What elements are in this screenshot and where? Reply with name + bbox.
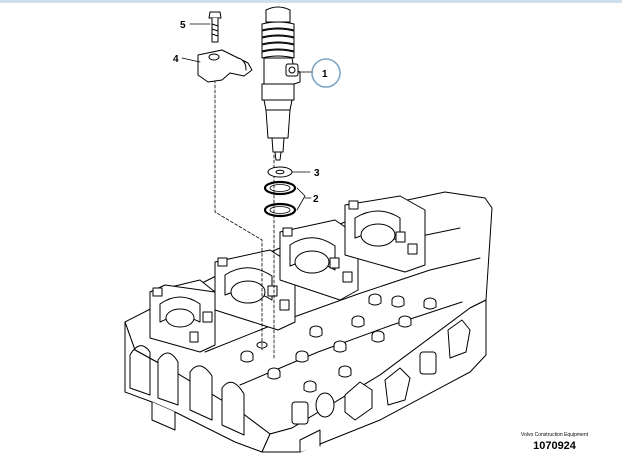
bearing-cap — [279, 219, 359, 301]
hex-nut — [309, 325, 323, 338]
camshaft-bearing-caps — [149, 195, 426, 353]
hex-nut — [333, 340, 347, 353]
clamp-part-4 — [197, 49, 253, 83]
hex-nut — [371, 330, 385, 343]
drawing-number: 1070924 — [533, 440, 576, 452]
bearing-cap — [214, 249, 296, 331]
hex-nut — [368, 293, 382, 306]
o-rings-part-2 — [263, 180, 297, 218]
callout-2: 2 — [313, 194, 319, 205]
callout-5: 5 — [180, 20, 186, 31]
callout-4: 4 — [173, 54, 179, 65]
publisher-block: Volvo Construction Equipment 1070924 — [521, 432, 588, 452]
deck-nuts — [240, 293, 437, 393]
brand-name: Volvo Construction Equipment — [521, 432, 588, 438]
unit-injector-part-1 — [261, 6, 301, 161]
hex-nut — [398, 315, 412, 328]
hex-nut — [295, 350, 309, 363]
top-rule — [0, 0, 622, 3]
callout-1: 1 — [322, 69, 328, 80]
hex-nut — [240, 350, 254, 363]
hex-nut — [338, 365, 352, 378]
hex-nut — [391, 295, 405, 308]
hex-nut — [267, 367, 281, 380]
callout-3: 3 — [314, 168, 320, 179]
callout-highlight-ring — [311, 58, 341, 88]
hex-nut — [303, 380, 317, 393]
bearing-cap — [344, 195, 426, 273]
bolt-part-5 — [208, 11, 222, 43]
assembly-guide-lines — [214, 69, 275, 361]
bearing-cap — [149, 279, 216, 353]
washer-part-3 — [267, 166, 293, 178]
hex-nut — [351, 315, 365, 328]
leader-lines — [181, 23, 314, 211]
hex-nut — [423, 297, 437, 310]
